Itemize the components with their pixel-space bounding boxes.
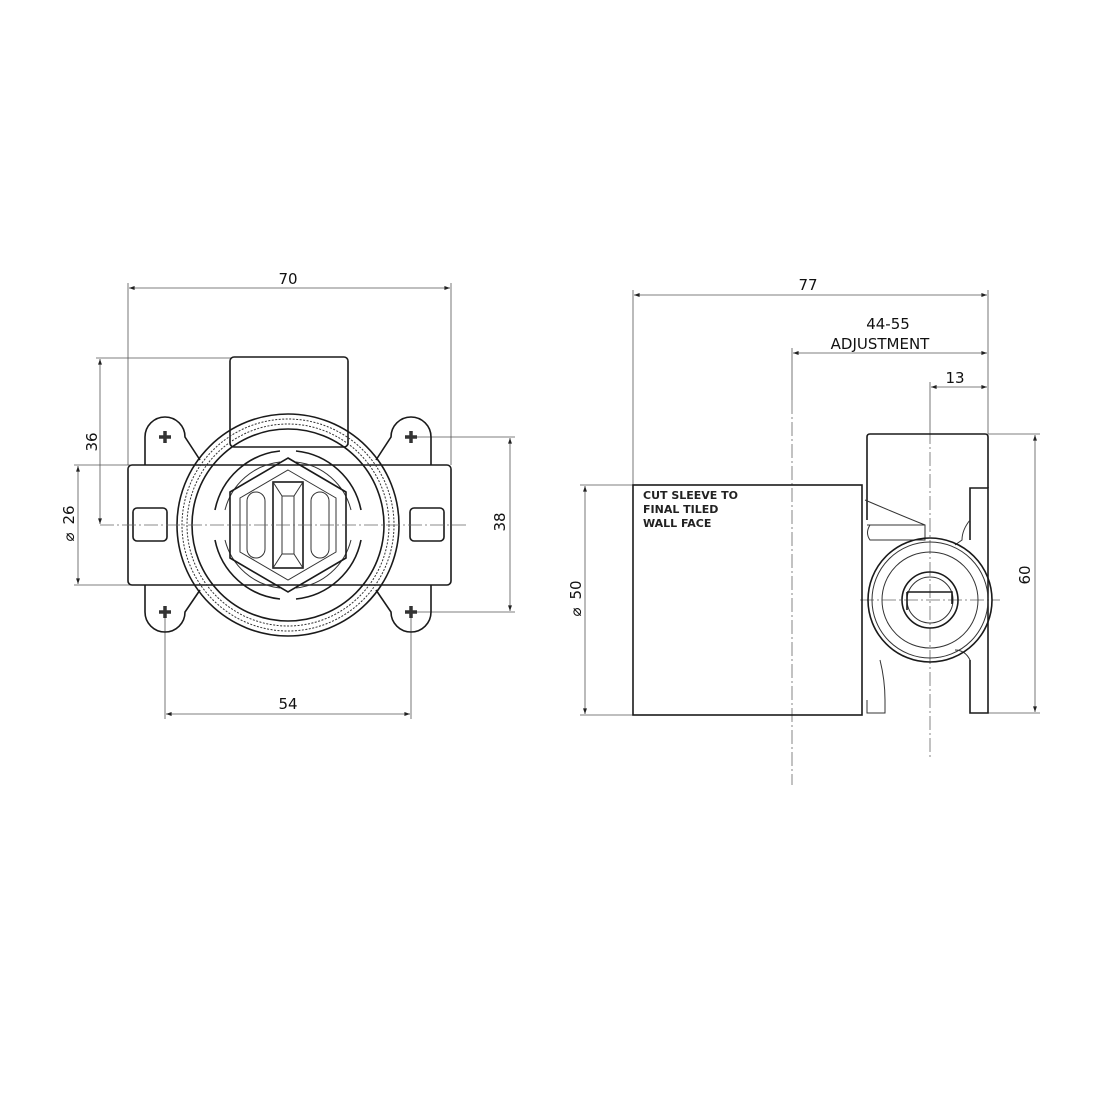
- note-line-2: FINAL TILED: [643, 503, 718, 516]
- right-inlet-square: [409, 507, 445, 542]
- note-line-3: WALL FACE: [643, 517, 711, 530]
- screw-icon: [159, 431, 417, 618]
- diameter-symbol: ⌀: [567, 607, 585, 616]
- side-view: 77 44-55 ADJUSTMENT 13 ⌀ 50 60 CUT SLEEV…: [567, 276, 1040, 785]
- spindle-end: [901, 571, 959, 629]
- dim-label-26: 26: [60, 505, 78, 524]
- dim-label-77: 77: [798, 276, 817, 294]
- dim-label-44-55: 44-55: [866, 315, 910, 333]
- spindle-square: [906, 591, 953, 610]
- sleeve: [632, 484, 863, 716]
- top-tube: [866, 433, 989, 520]
- dim-label-38: 38: [491, 512, 509, 531]
- dim-label-13: 13: [945, 369, 964, 387]
- mounting-lugs: [144, 416, 432, 633]
- dim-label-54: 54: [278, 695, 297, 713]
- dim-label-60: 60: [1016, 565, 1034, 584]
- front-view: 70 36 ⌀ 26 38 54: [60, 270, 515, 719]
- left-inlet-square: [132, 507, 168, 542]
- top-outlet: [229, 356, 349, 448]
- mounting-bracket: [969, 487, 989, 714]
- dim-label-70: 70: [278, 270, 297, 288]
- dim-label-36: 36: [83, 432, 101, 451]
- hex-nut: [229, 457, 347, 593]
- diameter-symbol: ⌀: [60, 532, 78, 541]
- valve-body-circle: [867, 537, 993, 663]
- note-line-1: CUT SLEEVE TO: [643, 489, 738, 502]
- dim-label-50: 50: [567, 580, 585, 599]
- adjustment-label: ADJUSTMENT: [831, 335, 931, 353]
